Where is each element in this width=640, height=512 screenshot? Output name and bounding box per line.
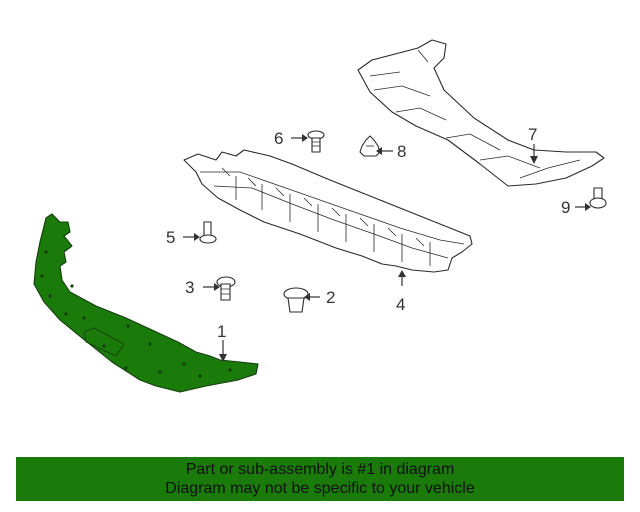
part-2-clip <box>283 287 309 313</box>
callout-8: 8 <box>397 142 406 161</box>
callout-7: 7 <box>528 125 537 144</box>
part-8-clip <box>359 135 381 157</box>
callout-6: 6 <box>274 129 283 148</box>
part-6-bolt <box>307 130 325 153</box>
info-banner: Part or sub-assembly is #1 in diagram Di… <box>16 457 624 501</box>
part-5-screw <box>199 221 217 244</box>
callout-4: 4 <box>396 295 405 314</box>
callout-1: 1 <box>217 322 226 341</box>
callout-2: 2 <box>326 288 335 307</box>
part-4-under-cover <box>183 149 473 273</box>
banner-line-2: Diagram may not be specific to your vehi… <box>165 480 475 497</box>
callout-9: 9 <box>561 198 570 217</box>
part-9-bolt <box>589 187 607 209</box>
callout-3: 3 <box>185 278 194 297</box>
callout-arrows <box>183 134 591 362</box>
part-1-deflector <box>33 213 259 393</box>
part-3-bolt <box>216 276 236 301</box>
callout-5: 5 <box>166 228 175 247</box>
parts-diagram: 1 2 3 4 5 6 7 8 9 <box>33 39 607 393</box>
part-7-upper-frame <box>357 39 605 187</box>
banner-line-1: Part or sub-assembly is #1 in diagram <box>185 461 455 478</box>
